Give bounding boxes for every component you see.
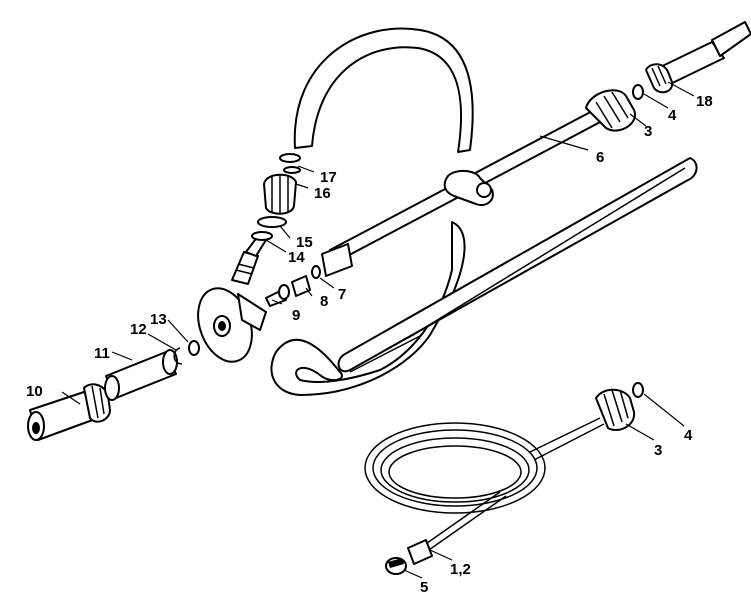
callout-13: 13 xyxy=(150,311,167,328)
plug-5 xyxy=(385,557,407,575)
callout-15: 15 xyxy=(296,234,313,251)
o-ring-14 xyxy=(251,231,273,241)
callout-3-bottom: 3 xyxy=(654,442,662,459)
clip-17 xyxy=(279,153,301,174)
support-rail xyxy=(337,157,698,373)
snap-ring-12 xyxy=(173,347,183,365)
coiled-hose xyxy=(364,417,605,553)
angled-nozzle-elbow xyxy=(231,235,267,285)
knurled-nut-16 xyxy=(263,173,297,215)
screw-9 xyxy=(265,284,290,307)
callout-4-bottom: 4 xyxy=(684,427,693,444)
nozzle-body-10 xyxy=(27,383,111,441)
o-ring-15 xyxy=(257,216,287,228)
callout-3-top: 3 xyxy=(644,123,652,140)
callout-1-2: 1,2 xyxy=(450,561,471,578)
spray-head-disc xyxy=(197,287,267,363)
o-ring-4-bottom xyxy=(632,382,644,398)
callout-4-top: 4 xyxy=(668,107,677,124)
curved-hose-tube xyxy=(270,27,474,396)
callout-5: 5 xyxy=(420,579,428,595)
callout-10: 10 xyxy=(26,383,43,400)
lance-clamp xyxy=(443,170,494,206)
tube-11 xyxy=(104,349,178,401)
o-ring-7 xyxy=(311,265,321,279)
callout-6: 6 xyxy=(596,149,604,166)
hose-coupling-nut-3 xyxy=(595,388,636,431)
fitting-8 xyxy=(291,275,311,297)
callout-17: 17 xyxy=(320,169,337,186)
callout-9: 9 xyxy=(292,307,300,324)
callout-18: 18 xyxy=(696,93,713,110)
hose-end-fitting-1-2 xyxy=(407,539,433,565)
o-ring-4-top xyxy=(632,84,644,100)
callout-7: 7 xyxy=(338,286,346,303)
callout-16: 16 xyxy=(314,185,331,202)
callout-labels: 10 11 12 13 9 8 7 14 15 16 17 6 3 4 18 3… xyxy=(26,93,713,595)
callout-11: 11 xyxy=(94,345,110,362)
o-ring-13 xyxy=(188,340,200,356)
callout-12: 12 xyxy=(130,321,147,338)
callout-14: 14 xyxy=(288,249,305,266)
leader-lines xyxy=(61,81,695,579)
hose-end-fitting-18 xyxy=(645,21,751,94)
callout-8: 8 xyxy=(320,293,328,310)
